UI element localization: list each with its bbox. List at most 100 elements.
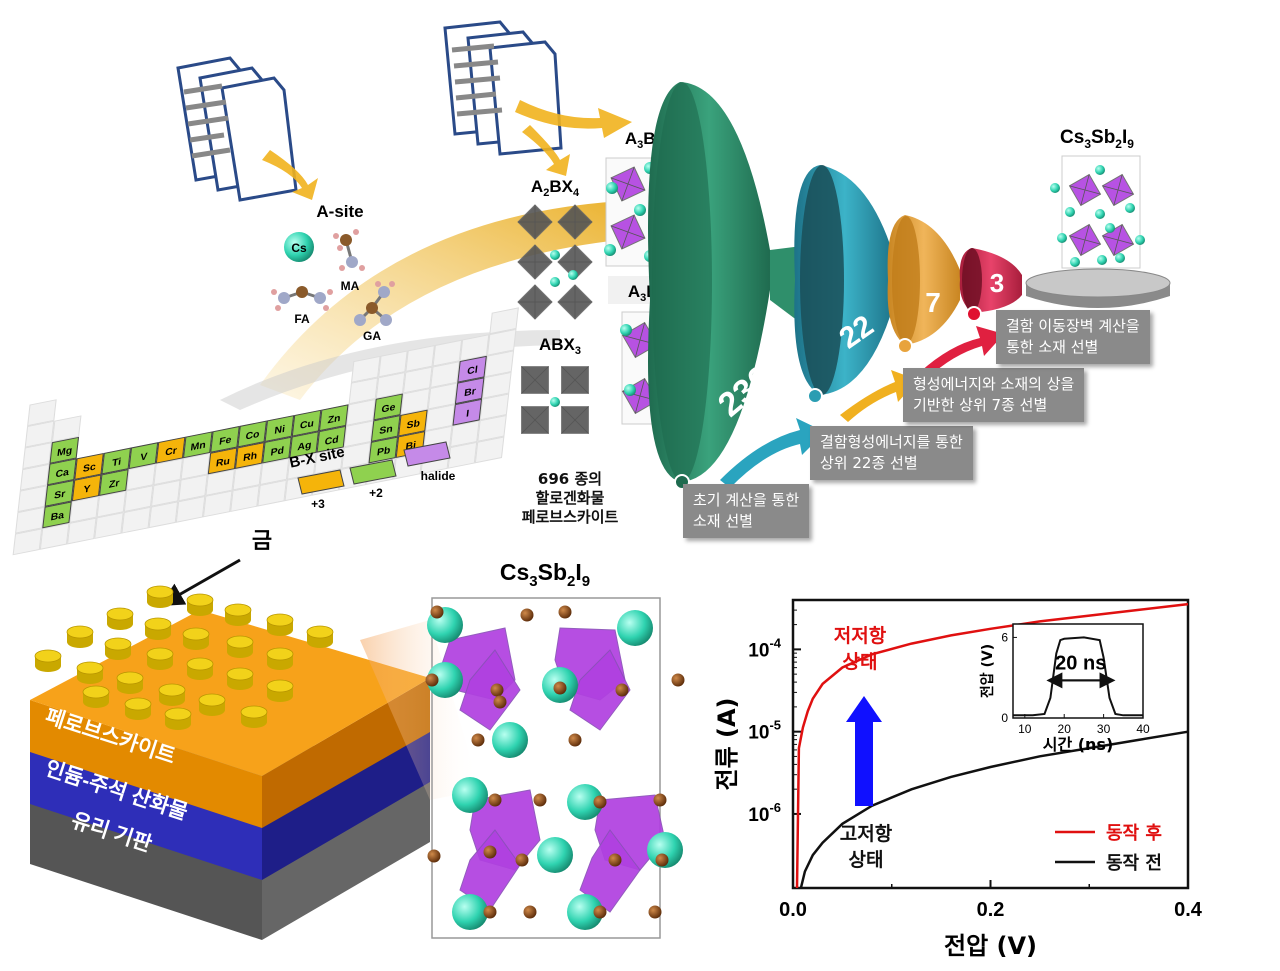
periodic-cell bbox=[474, 436, 505, 464]
y-tick-label: 10-5 bbox=[748, 718, 781, 744]
gold-electrode-dot bbox=[224, 603, 252, 626]
candidates-label: 696 종의 할로겐화물 페로브스카이트 bbox=[500, 470, 640, 527]
periodic-cell bbox=[257, 479, 287, 507]
periodic-element-cell bbox=[454, 377, 485, 405]
annotation-lrs-1: 상태 bbox=[843, 651, 878, 673]
ga-label: GA bbox=[363, 329, 381, 343]
periodic-cell bbox=[477, 414, 507, 442]
fa-label: FA bbox=[294, 312, 310, 326]
y-tick-exp: -4 bbox=[769, 635, 781, 650]
periodic-cell bbox=[19, 463, 50, 491]
document-icon-right bbox=[443, 20, 563, 156]
cs-atom bbox=[1097, 255, 1107, 265]
cs-cation-label: Cs bbox=[291, 241, 307, 255]
step-3-line-1: 형성에너지와 소재의 상을 bbox=[913, 375, 1075, 393]
periodic-cell bbox=[202, 490, 233, 518]
periodic-element-symbol: Ti bbox=[111, 457, 121, 469]
final-crystal bbox=[1050, 155, 1145, 269]
i-atom bbox=[427, 849, 441, 863]
periodic-element-symbol: Mn bbox=[190, 440, 206, 453]
fa-molecule: FA bbox=[271, 286, 333, 326]
periodic-cell bbox=[348, 377, 379, 405]
funnel-stage-3 bbox=[887, 215, 960, 345]
structure-a2bx4: A2BX4 bbox=[531, 177, 580, 199]
count-7: 7 bbox=[925, 287, 941, 318]
cs-atom bbox=[452, 777, 488, 813]
periodic-cell bbox=[180, 452, 211, 480]
periodic-element-cell bbox=[316, 425, 347, 453]
periodic-cell bbox=[489, 307, 519, 335]
structure-abx3: ABX3 bbox=[539, 335, 581, 357]
unit-cell-box bbox=[431, 597, 661, 939]
i-atom bbox=[471, 733, 485, 747]
funnel-stage-4 bbox=[959, 248, 1022, 313]
candidates-line-2: 할로겐화물 bbox=[535, 489, 605, 507]
cs-atom bbox=[634, 204, 646, 216]
periodic-cell bbox=[69, 495, 100, 523]
i-atom bbox=[553, 681, 567, 695]
periodic-element-cell bbox=[457, 355, 487, 383]
periodic-element-symbol: Bi bbox=[405, 440, 417, 453]
octahedron bbox=[517, 204, 553, 240]
i-atom bbox=[558, 605, 572, 619]
i-atom bbox=[483, 905, 497, 919]
i-atom bbox=[515, 853, 529, 867]
y-tick-label: 10-4 bbox=[748, 635, 781, 661]
gold-electrodes bbox=[34, 585, 334, 730]
octahedron bbox=[517, 244, 553, 280]
periodic-element-symbol: Ba bbox=[50, 510, 65, 523]
periodic-element-symbol: Ni bbox=[274, 424, 286, 437]
periodic-element-symbol: Sc bbox=[82, 462, 96, 475]
periodic-cell bbox=[17, 485, 48, 513]
gold-electrode-dot bbox=[198, 693, 226, 716]
final-material-title: Cs3Sb2I9 bbox=[1060, 127, 1134, 151]
candidates-line-1: 696 종의 bbox=[537, 470, 603, 488]
y-tick-base: 10 bbox=[748, 640, 769, 661]
candidates-line-3: 페로브스카이트 bbox=[521, 508, 619, 526]
periodic-element-symbol: Zr bbox=[108, 478, 120, 491]
i-atom bbox=[523, 905, 537, 919]
inset-pulse-line bbox=[1013, 636, 1143, 717]
cs-atom bbox=[550, 397, 560, 407]
electrode-label: 금 bbox=[252, 528, 272, 553]
cs-atom bbox=[427, 662, 463, 698]
funnel-stage-2 bbox=[794, 165, 895, 395]
gold-electrode-dot bbox=[146, 647, 174, 670]
y-tick-exp: -6 bbox=[769, 800, 781, 815]
gold-electrode-dot bbox=[266, 647, 294, 670]
final-plate bbox=[1025, 268, 1171, 308]
periodic-element-cell bbox=[368, 436, 399, 464]
periodic-element-cell bbox=[373, 393, 403, 421]
gold-electrode-dot bbox=[266, 679, 294, 702]
i-atom bbox=[425, 673, 439, 687]
periodic-cell bbox=[27, 399, 57, 427]
unit-cell-structure bbox=[425, 605, 685, 930]
periodic-element-symbol: Cd bbox=[324, 435, 339, 448]
periodic-cell bbox=[343, 420, 374, 448]
gold-electrode-dot bbox=[182, 627, 210, 650]
octahedron bbox=[521, 406, 549, 434]
periodic-cell bbox=[205, 468, 235, 496]
i-atom bbox=[653, 793, 667, 807]
periodic-cell bbox=[341, 441, 371, 469]
periodic-element-symbol: Co bbox=[245, 429, 260, 442]
i-atom bbox=[671, 673, 685, 687]
gold-electrode-dot bbox=[306, 625, 334, 648]
series-line-1 bbox=[799, 730, 1189, 889]
i-atom bbox=[430, 605, 444, 619]
electrode-arrow bbox=[159, 558, 241, 606]
legend-plus3: +3 bbox=[311, 497, 325, 511]
cs-atom bbox=[567, 784, 603, 820]
periodic-element-symbol: Ca bbox=[55, 467, 70, 480]
periodic-element-cell bbox=[182, 431, 213, 459]
periodic-element-symbol: Sb bbox=[406, 418, 421, 431]
periodic-element-symbol: Pd bbox=[270, 445, 285, 458]
periodic-cell bbox=[51, 415, 82, 443]
ma-molecule: MA bbox=[333, 229, 365, 293]
gold-electrode-dot bbox=[186, 593, 214, 616]
periodic-element-cell bbox=[289, 431, 319, 459]
periodic-cell bbox=[430, 361, 460, 389]
periodic-cell bbox=[402, 366, 433, 394]
periodic-cell bbox=[484, 350, 515, 378]
step-2-line-2: 상위 22종 선별 bbox=[820, 454, 918, 472]
